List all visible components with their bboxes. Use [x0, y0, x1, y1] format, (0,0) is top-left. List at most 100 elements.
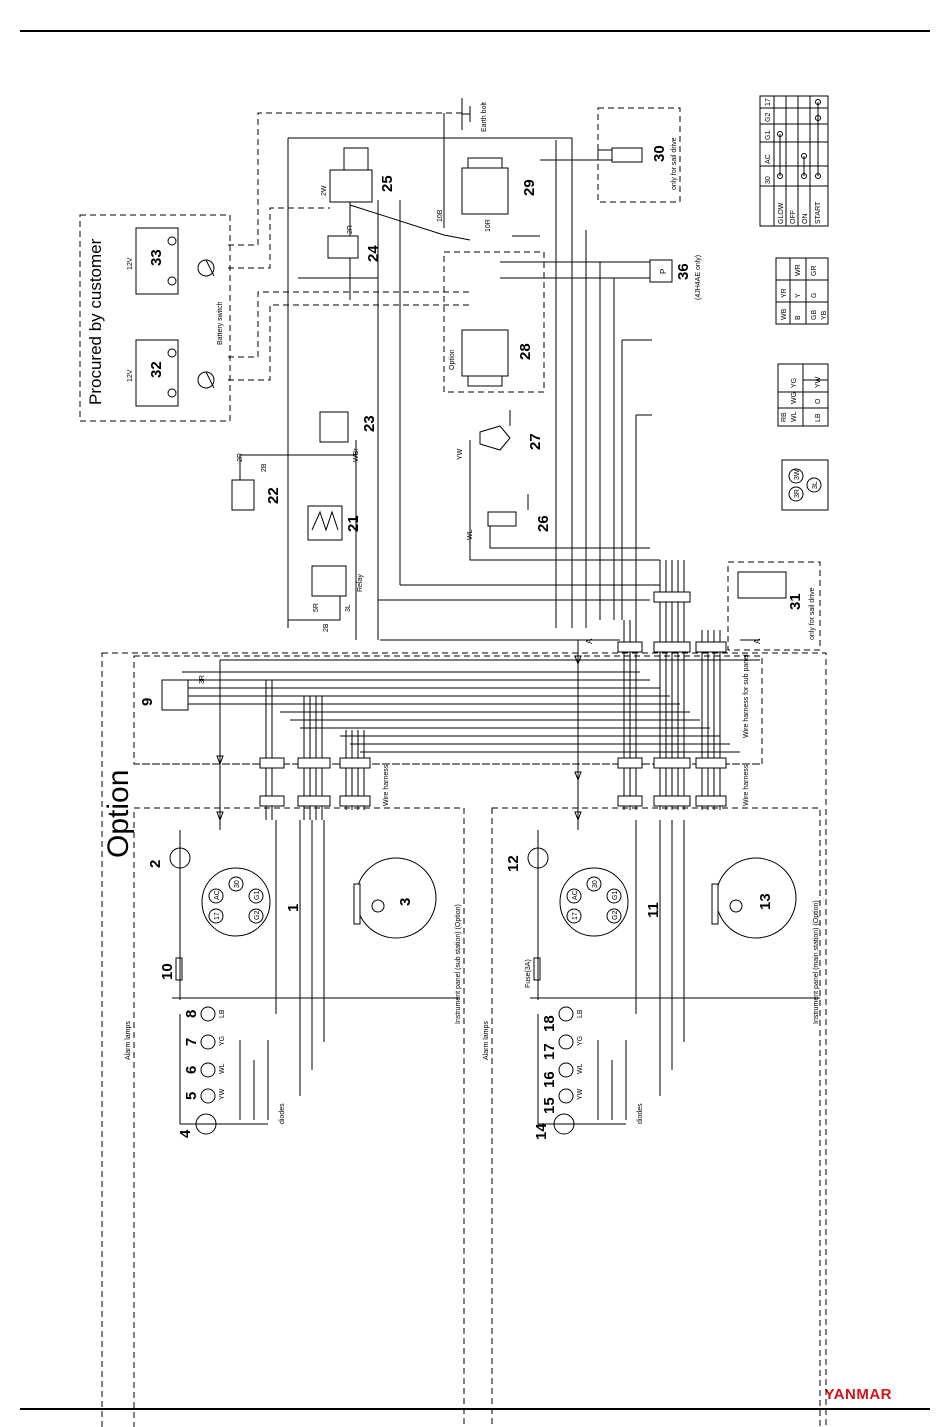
- svg-text:(4JH4AE only): (4JH4AE only): [695, 255, 702, 300]
- svg-text:36: 36: [675, 263, 692, 280]
- svg-text:21: 21: [345, 515, 362, 532]
- heater-21: 21: [307, 505, 362, 541]
- svg-text:G1: G1: [765, 131, 772, 140]
- svg-text:Instrument panel (sub station): Instrument panel (sub station) (Option): [455, 904, 462, 1024]
- svg-text:A: A: [753, 638, 762, 644]
- svg-text:17: 17: [214, 912, 221, 920]
- svg-text:OFF: OFF: [790, 210, 797, 224]
- svg-text:10: 10: [159, 963, 176, 980]
- svg-text:only for sail drive: only for sail drive: [671, 137, 678, 190]
- svg-text:26: 26: [535, 515, 552, 532]
- svg-text:28: 28: [517, 343, 534, 360]
- svg-text:START: START: [815, 201, 822, 224]
- main-station-box: [491, 807, 821, 1427]
- svg-text:12: 12: [505, 855, 522, 872]
- svg-text:2: 2: [147, 860, 164, 868]
- component-9: 9 3R: [139, 675, 206, 711]
- svg-text:WL: WL: [467, 529, 474, 540]
- svg-text:3: 3: [397, 898, 414, 906]
- svg-text:2B: 2B: [261, 463, 268, 472]
- sensor-31: 31 only for sail drive: [737, 571, 816, 640]
- svg-text:LB: LB: [815, 413, 822, 422]
- option-title: Option: [102, 770, 135, 858]
- svg-text:YB: YB: [821, 310, 828, 320]
- svg-text:Alarm lamps: Alarm lamps: [483, 1021, 490, 1060]
- svg-text:2W: 2W: [321, 185, 328, 196]
- svg-text:31: 31: [787, 593, 804, 610]
- svg-text:YG: YG: [577, 1036, 584, 1046]
- svg-text:AC: AC: [214, 890, 221, 900]
- svg-text:Option: Option: [449, 349, 456, 370]
- connector-9pin: WR Y B GR G GB YR WB YB: [775, 257, 829, 325]
- svg-text:5R: 5R: [313, 603, 320, 612]
- svg-text:Alarm lamps: Alarm lamps: [125, 1021, 132, 1060]
- svg-text:B: B: [795, 315, 802, 320]
- connector-3pin: 3W 3R 3L: [781, 459, 829, 511]
- svg-text:3L: 3L: [345, 604, 352, 612]
- svg-text:10R: 10R: [485, 219, 492, 232]
- harness-bundles: A A: [182, 560, 762, 830]
- relay-24: 24 2R: [327, 225, 382, 262]
- svg-text:diodes: diodes: [279, 1103, 286, 1124]
- svg-text:A: A: [585, 638, 594, 644]
- battery-32: 32 12V: [127, 339, 179, 407]
- svg-text:6: 6: [183, 1066, 200, 1074]
- svg-text:WBr: WBr: [353, 448, 360, 462]
- svg-text:G2: G2: [765, 113, 772, 122]
- svg-text:15: 15: [541, 1097, 558, 1114]
- svg-text:O: O: [815, 398, 822, 404]
- svg-text:G1: G1: [612, 891, 619, 900]
- svg-text:22: 22: [265, 487, 282, 504]
- svg-text:12V: 12V: [127, 257, 134, 270]
- svg-text:29: 29: [521, 179, 538, 196]
- svg-text:25: 25: [379, 175, 396, 192]
- svg-text:10B: 10B: [437, 209, 444, 222]
- procured-label: Procured by customer: [86, 238, 105, 405]
- svg-text:RB: RB: [781, 412, 788, 422]
- svg-text:30: 30: [234, 880, 241, 888]
- glow-component-22: 22 2R 2B: [231, 453, 282, 511]
- svg-text:14: 14: [533, 1123, 550, 1140]
- svg-text:32: 32: [148, 361, 165, 378]
- svg-text:4: 4: [177, 1129, 194, 1138]
- svg-text:2R: 2R: [237, 453, 244, 462]
- relay-box: Relay 5R 3L 2B: [311, 565, 364, 632]
- svg-text:7: 7: [183, 1038, 200, 1046]
- svg-text:3R: 3R: [199, 675, 206, 684]
- earth-bolt: Earth bolt: [461, 98, 488, 132]
- alternator-29: 29 10B 10R: [437, 157, 538, 232]
- svg-text:YG: YG: [219, 1036, 226, 1046]
- svg-text:YW: YW: [577, 1088, 584, 1100]
- svg-text:30: 30: [765, 176, 772, 184]
- svg-text:LB: LB: [219, 1009, 226, 1018]
- starter-motor-25: 25 2W: [321, 147, 396, 203]
- sub-station-panel: AC 30 G1 G2 17 1 2 3 10 8 7 6 5 4 LB YG …: [125, 820, 462, 1138]
- svg-text:11: 11: [645, 902, 662, 918]
- svg-text:3L: 3L: [812, 481, 819, 489]
- svg-text:1: 1: [285, 904, 302, 912]
- svg-text:12V: 12V: [127, 369, 134, 382]
- battery-switch-label: Battery switch: [217, 301, 224, 345]
- svg-text:WR: WR: [795, 264, 802, 276]
- battery-switch-1: [197, 259, 215, 277]
- svg-text:G2: G2: [254, 911, 261, 920]
- svg-text:17: 17: [572, 912, 579, 920]
- sensor-36: P 36 (4JH4AE only): [649, 255, 702, 300]
- svg-text:YW: YW: [815, 376, 822, 388]
- customer-box: [79, 214, 231, 422]
- battery-switch-2: [197, 371, 215, 389]
- svg-text:3R: 3R: [794, 489, 801, 498]
- engine-wiring: [228, 112, 660, 641]
- svg-text:Fuse(3A): Fuse(3A): [525, 959, 532, 988]
- svg-text:16: 16: [541, 1071, 558, 1088]
- svg-text:G: G: [811, 293, 818, 298]
- top-rule: [20, 30, 930, 32]
- battery-33: 33 12V: [127, 227, 179, 295]
- svg-text:23: 23: [361, 415, 378, 432]
- wire-harness-label-1: Wire harness: [383, 764, 390, 806]
- svg-text:27: 27: [527, 433, 544, 450]
- svg-text:GR: GR: [811, 266, 818, 277]
- svg-text:only for sail drive: only for sail drive: [809, 587, 816, 640]
- svg-text:33: 33: [148, 249, 165, 266]
